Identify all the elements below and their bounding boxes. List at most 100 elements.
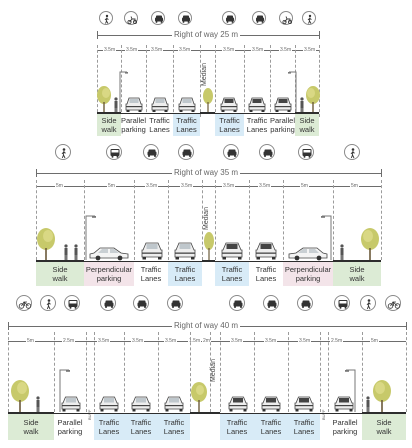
person: [36, 396, 40, 412]
traffic-car: [221, 242, 243, 260]
pedestrian-icon: [99, 11, 113, 25]
right-of-way-label: Right of way 25 m: [172, 30, 241, 39]
pedestrian-icon: [40, 295, 56, 311]
tree: [373, 380, 391, 412]
traffic-car: [220, 97, 238, 112]
traffic-car: [141, 242, 163, 260]
buffer-tag: BUFF: [87, 409, 92, 420]
traffic-car: [131, 396, 151, 412]
person: [74, 244, 78, 260]
person: [114, 97, 118, 113]
traffic-car: [151, 97, 169, 112]
section-35m: Right of way 35 m 5m 5m 3.5m 3.5m 3.5m 3…: [0, 140, 412, 295]
parked-car: [61, 396, 81, 412]
traffic-car: [248, 97, 266, 112]
streetlight: [321, 215, 332, 260]
median-label: Median: [210, 359, 217, 382]
tree: [361, 228, 379, 260]
bicycle-icon: [16, 295, 32, 311]
pedestrian-icon: [302, 11, 316, 25]
car-icon: [229, 295, 245, 311]
car-icon: [143, 144, 159, 160]
car-icon: [133, 295, 149, 311]
car-icon: [263, 295, 279, 311]
tree: [37, 228, 55, 260]
car-icon: [252, 11, 266, 25]
traffic-car: [99, 396, 119, 412]
section-40m: Right of way 40 m 5m 2.5m 3.5m 3.5m 3.5m…: [0, 290, 412, 448]
person: [340, 244, 344, 260]
parked-car-side: [89, 247, 129, 261]
streetlight: [345, 369, 356, 412]
median-tree: [191, 382, 207, 412]
scooter-icon: [124, 11, 138, 25]
car-icon: [151, 11, 165, 25]
streetlight: [119, 71, 128, 112]
pedestrian-icon: [55, 144, 71, 160]
traffic-car: [164, 396, 184, 412]
parked-car: [274, 97, 292, 112]
right-of-way-label: Right of way 40 m: [172, 321, 241, 330]
traffic-car: [228, 396, 248, 412]
streetlight: [59, 369, 70, 412]
streetlight: [288, 71, 297, 112]
car-icon: [259, 144, 275, 160]
section-25m: Right of way 25 m 3.5m 3.5m 3.5m 3.5m 3.…: [0, 0, 412, 145]
streetlight: [85, 215, 96, 260]
person: [64, 244, 68, 260]
car-icon: [178, 11, 192, 25]
traffic-car: [178, 97, 196, 112]
bicycle-icon: [385, 295, 401, 311]
parked-car: [334, 396, 354, 412]
car-icon: [297, 295, 313, 311]
pedestrian-icon: [344, 144, 360, 160]
bus-icon: [334, 295, 350, 311]
car-icon: [167, 295, 183, 311]
pedestrian-icon: [360, 295, 376, 311]
median-label: Median: [203, 207, 210, 230]
right-of-way-label: Right of way 35 m: [172, 168, 241, 177]
parked-car-side: [288, 247, 328, 261]
car-icon: [223, 144, 239, 160]
tree: [306, 86, 320, 112]
median-tree: [203, 88, 213, 112]
median-tree: [204, 232, 214, 260]
traffic-car: [255, 242, 277, 260]
person: [300, 97, 304, 113]
bus-icon: [64, 295, 80, 311]
car-icon: [178, 144, 194, 160]
scooter-icon: [279, 11, 293, 25]
person: [366, 396, 370, 412]
bus-icon: [298, 144, 314, 160]
traffic-car: [294, 396, 314, 412]
car-icon: [100, 295, 116, 311]
tree: [97, 86, 111, 112]
traffic-car: [174, 242, 196, 260]
bus-icon: [106, 144, 122, 160]
median-label: Median: [201, 63, 208, 86]
parked-car: [125, 97, 143, 112]
traffic-car: [261, 396, 281, 412]
